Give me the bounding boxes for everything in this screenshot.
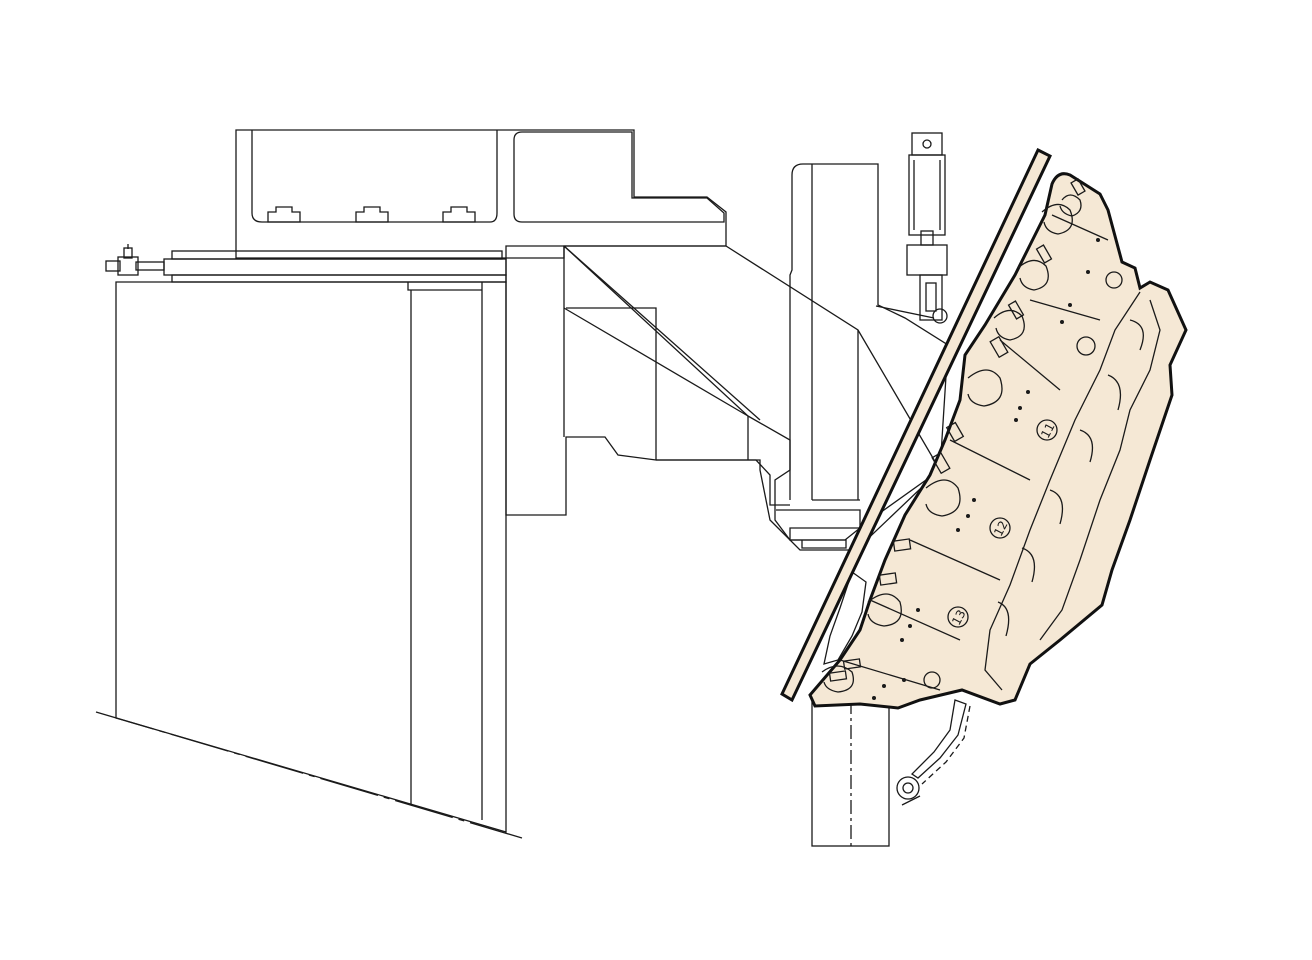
back-rail — [984, 291, 1161, 691]
station-label-12: 12 — [991, 518, 1011, 538]
tool-holder — [823, 570, 867, 665]
turret-assembly: 11 12 13 — [780, 147, 1188, 806]
carriage-details — [563, 245, 791, 506]
column — [115, 281, 507, 833]
workpiece — [811, 699, 890, 847]
station-label-13: 13 — [949, 607, 969, 627]
saddle-pocket-left — [251, 130, 498, 223]
station-circle-11 — [1036, 419, 1058, 441]
tool-slots — [828, 178, 1086, 682]
machine-body — [95, 129, 949, 839]
saddle-block — [235, 129, 727, 259]
column-inner-post — [407, 282, 483, 820]
rail-base — [171, 274, 507, 283]
carriage-diagonal — [563, 245, 761, 421]
back-scallops — [997, 319, 1144, 637]
station-label-11: 11 — [1038, 420, 1058, 440]
ground-line — [95, 711, 523, 839]
turret-body — [808, 172, 1188, 710]
tool-pockets — [821, 194, 1082, 693]
slide-plate — [780, 147, 1052, 703]
spindle-head — [774, 163, 949, 541]
bolt-heads — [267, 206, 476, 223]
guide-rail-lower — [163, 258, 507, 276]
air-cylinder — [875, 132, 948, 324]
station-circle-13 — [947, 606, 969, 628]
adjust-screw — [105, 244, 165, 276]
spindle-base-steps — [776, 509, 861, 549]
saddle-pocket-right — [513, 131, 725, 223]
workpiece-block — [811, 699, 890, 847]
station-circle-12 — [989, 517, 1011, 539]
eye-hook — [896, 699, 971, 806]
station-marker-top — [923, 271, 1123, 689]
spindle-head-lines — [811, 164, 860, 501]
bolt-holes — [872, 238, 1100, 700]
block-separators — [839, 214, 1109, 691]
